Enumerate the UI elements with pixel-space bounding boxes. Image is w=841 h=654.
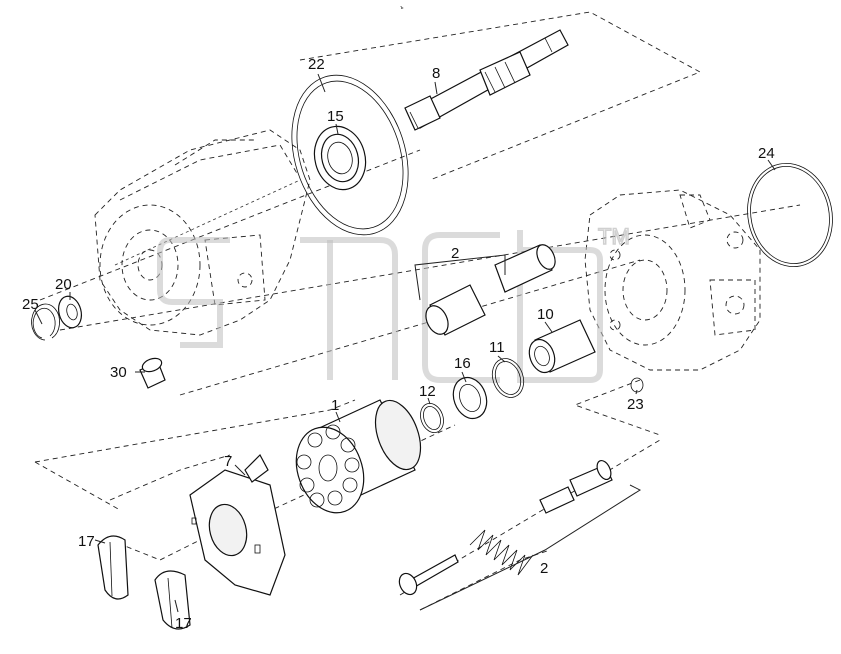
part-22-seal-plate [291,74,409,236]
callout-23: 23 [627,396,644,413]
callout-15: 15 [327,108,344,125]
left-pump-housing [94,129,311,336]
part-2-pistons-upper [425,244,556,336]
part-1-cylinder-block [295,399,422,514]
part-17-bushing-a [97,535,129,600]
watermark-tm: TM [598,224,630,249]
callout-8: 8 [432,65,440,82]
part-30-plug [139,357,166,389]
header-mark: ъ [400,5,404,11]
callout-10: 10 [537,306,554,323]
callout-2-upper: 2 [451,245,459,262]
part-24-o-ring [747,162,833,268]
part-8-drive-shaft [404,29,569,131]
callout-24: 24 [758,145,775,162]
part-12-washer [420,403,444,433]
part-23-o-ring [630,377,644,393]
callout-labels: 22 8 15 24 2 20 25 10 11 16 30 12 1 23 7… [22,56,775,632]
part-20-ring [57,295,83,329]
callout-25: 25 [22,296,39,313]
callout-2-lower: 2 [540,560,548,577]
callout-16: 16 [454,355,471,372]
callout-22: 22 [308,56,325,73]
part-16-bearing [452,376,488,420]
part-25-snap-ring [31,303,60,341]
part-17-bushing-b [154,570,191,630]
callout-12: 12 [419,383,436,400]
watermark-logo: TM [157,223,631,383]
callout-17-bottom: 17 [175,615,192,632]
right-pump-housing [584,189,761,371]
callout-11: 11 [489,339,505,356]
part-15-bearing [313,125,367,191]
callout-1: 1 [331,397,339,414]
part-2-valve-assembly [398,459,613,596]
part-7-swash-plate [189,454,286,596]
callout-30: 30 [110,364,127,381]
callout-17-left: 17 [78,533,95,550]
callout-7: 7 [224,453,232,470]
callout-20: 20 [55,276,72,293]
part-10-sleeve [528,319,596,374]
leader-lines [34,73,776,613]
